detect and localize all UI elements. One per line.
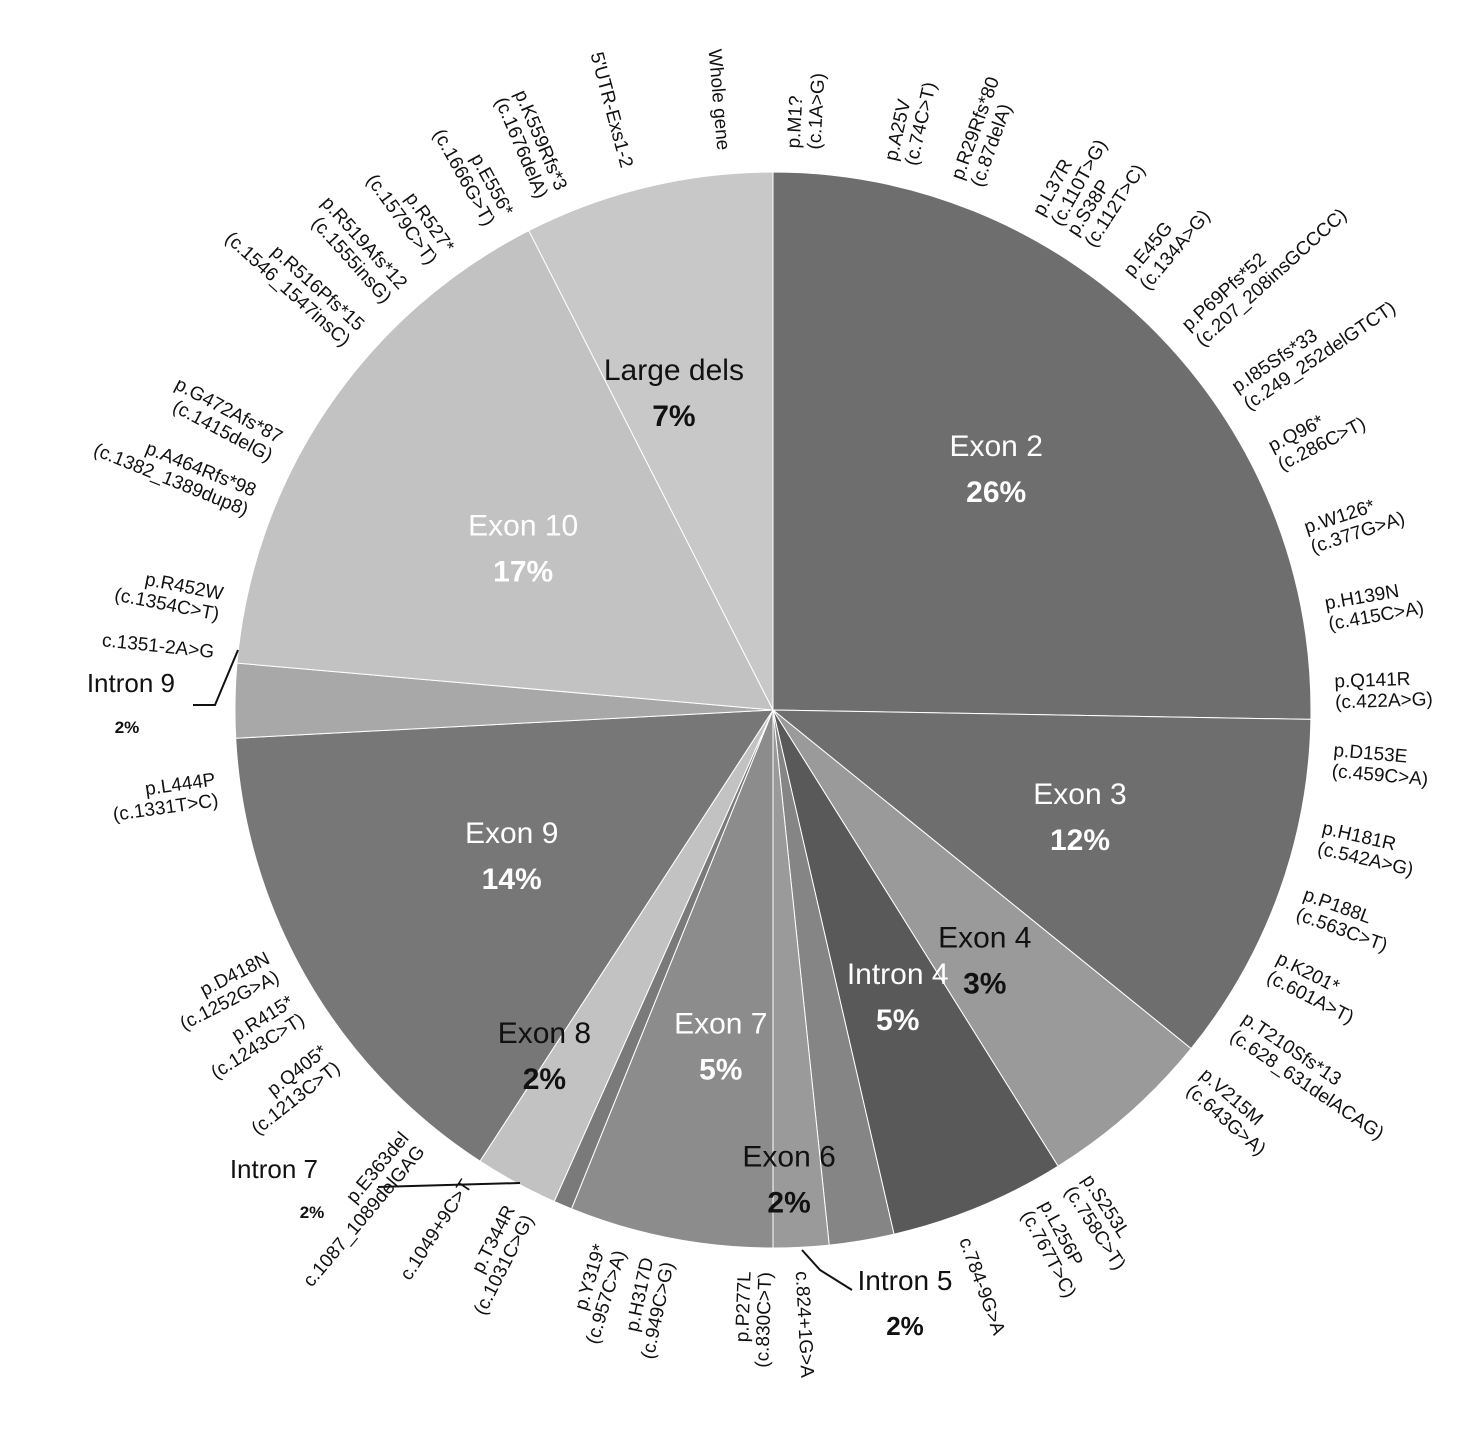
pie-slice-large-dels <box>528 171 774 711</box>
mutation-label: p.R452W(c.1354C>T) <box>113 564 225 625</box>
mutation-label: p.K201*(c.601A>T) <box>1263 948 1366 1028</box>
mutation-label: p.Y319*(c.957C>A) <box>562 1241 630 1346</box>
slice-percent: 5% <box>699 1054 742 1087</box>
slice-label: Intron 4 <box>847 958 949 991</box>
slice-label: Intron 9 <box>87 668 175 698</box>
pie-slice-exon-9 <box>235 709 774 1162</box>
mutation-label: p.Q96*(c.286C>T) <box>1265 395 1369 476</box>
slice-percent: 2% <box>886 1311 924 1341</box>
slice-label: Exon 3 <box>1033 778 1126 811</box>
mutation-label: c.1049+9C>T <box>396 1176 477 1284</box>
slice-percent: 7% <box>652 400 695 433</box>
leader-line <box>377 1182 521 1188</box>
slice-percent: 2% <box>115 718 140 737</box>
pie-slice-intron-4 <box>772 709 1059 1235</box>
slice-label: Intron 7 <box>230 1154 318 1184</box>
pie-slice-exon-10 <box>236 229 774 711</box>
slice-labels: Exon 2 26% Exon 3 12% Exon 4 3% Intron 4 5% Intr… <box>87 354 1127 1341</box>
pie-slice-exon-3 <box>771 709 1312 1050</box>
slice-label: Intron 5 <box>858 1265 953 1296</box>
mutation-label: p.L444P(c.1331T>C) <box>109 770 220 826</box>
mutation-label: p.R29Rfs*80(c.87delA) <box>947 74 1023 190</box>
slice-percent: 17% <box>493 556 553 589</box>
pie-slice-exon-2 <box>772 171 1312 720</box>
mutation-label: p.P188L(c.563C>T) <box>1293 884 1397 956</box>
mutation-label: p.A25V(c.74C>T) <box>881 75 941 167</box>
slice-percent: 26% <box>966 476 1026 509</box>
slice-label: Exon 6 <box>742 1140 835 1173</box>
mutation-label: p.W126*(c.377G>A) <box>1302 488 1408 558</box>
leader-line <box>801 1249 853 1291</box>
mutation-label: p.V215M(c.643G>A) <box>1182 1064 1283 1160</box>
slice-label: Exon 10 <box>468 510 578 543</box>
mutation-label: p.E45G(c.134A>G) <box>1120 193 1215 295</box>
pie-slice-exon-4 <box>772 709 1192 1167</box>
slice-label: Exon 2 <box>949 430 1042 463</box>
mutation-label: c.824+1G>A <box>791 1271 818 1379</box>
mutation-label: 5'UTR-Exs1-2 <box>586 50 637 170</box>
slice-percent: 2% <box>300 1203 325 1222</box>
mutation-label: p.H317D(c.949C>G) <box>617 1256 679 1361</box>
mutation-label: p.H181R(c.542A>G) <box>1315 818 1420 881</box>
slice-label: Exon 8 <box>498 1017 591 1050</box>
mutation-label: c.1351-2A>G <box>101 630 215 663</box>
slice-percent: 2% <box>767 1186 810 1219</box>
mutation-label: p.T344R(c.1031C>G) <box>451 1202 538 1318</box>
mutation-label: c.784-9G>A <box>954 1235 1009 1338</box>
mutation-label: p.Q141R(c.422A>G) <box>1334 668 1433 713</box>
mutation-label: p.P277L(c.830C>T) <box>731 1271 776 1368</box>
slice-label: Exon 9 <box>465 817 558 850</box>
slice-label: Large dels <box>604 354 744 387</box>
leader-line <box>193 649 239 706</box>
pie-slices <box>234 171 1312 1249</box>
slice-percent: 3% <box>963 968 1006 1001</box>
slice-percent: 2% <box>523 1063 566 1096</box>
slice-label: Exon 4 <box>938 922 1031 955</box>
mutation-label: Whole gene <box>704 48 734 151</box>
slice-percent: 14% <box>482 863 542 896</box>
pie-slice-exon-7 <box>570 709 774 1249</box>
slice-percent: 5% <box>876 1004 919 1037</box>
mutation-label: p.H139N(c.415C>A) <box>1323 577 1425 635</box>
mutation-label: p.M1?(c.1A>G) <box>784 71 830 150</box>
mutation-label: p.D153E(c.459C>A) <box>1331 740 1431 790</box>
slice-label: Exon 7 <box>674 1008 767 1041</box>
leader-lines <box>193 649 853 1291</box>
slice-percent: 12% <box>1050 824 1110 857</box>
